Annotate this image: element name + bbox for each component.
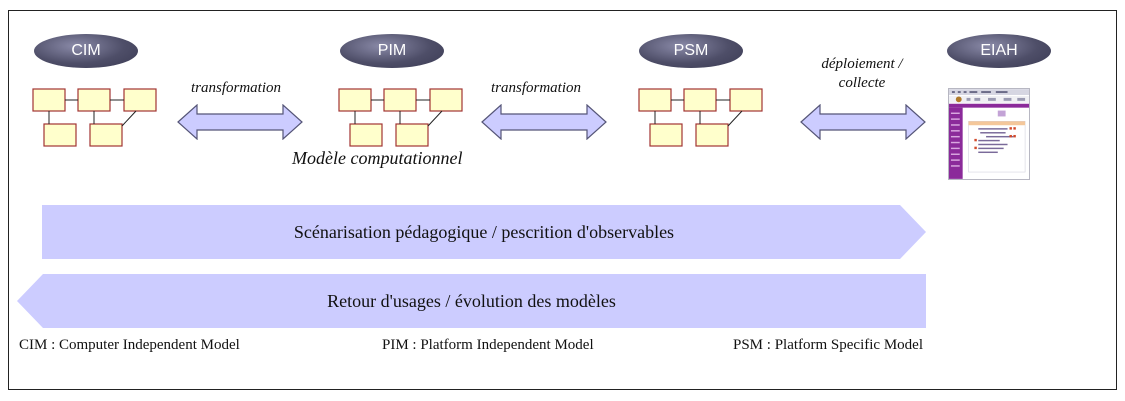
transformation-label-2: transformation	[490, 80, 581, 96]
computational-model-label: Modèle computationnel	[292, 148, 463, 168]
transformation-label-1: transformation	[190, 80, 281, 96]
model-boxes-graphic	[32, 88, 157, 147]
model-boxes-graphic	[638, 88, 763, 147]
pim-ellipse: PIM	[340, 34, 444, 68]
forward-band-arrow	[42, 205, 926, 259]
backward-band-label: Retour d'usages / évolution des modèles	[327, 291, 616, 311]
cim-ellipse: CIM	[34, 34, 138, 68]
double-arrow-2	[481, 104, 607, 140]
forward-band-label: Scénarisation pédagogique / pescrition d…	[293, 222, 675, 242]
legend-cim: CIM : Computer Independent Model	[19, 337, 240, 353]
eiah-screenshot	[948, 88, 1030, 180]
double-arrow-graphic	[177, 104, 303, 140]
double-arrow-3	[800, 104, 926, 140]
double-arrow-graphic	[800, 104, 926, 140]
psm-ellipse: PSM	[639, 34, 743, 68]
backward-band-arrow	[17, 274, 926, 328]
cim-model-diagram	[32, 88, 158, 150]
forward-band: Scénarisation pédagogique / pescrition d…	[42, 203, 926, 261]
model-boxes-graphic	[338, 88, 463, 147]
backward-band: Retour d'usages / évolution des modèles	[17, 272, 926, 330]
diagram-frame	[8, 10, 1117, 390]
deploiement-collecte-label: déploiement / collecte	[821, 56, 903, 91]
pim-model-diagram	[338, 88, 464, 150]
legend-pim: PIM : Platform Independent Model	[382, 337, 594, 353]
legend-psm: PSM : Platform Specific Model	[733, 337, 923, 353]
eiah-screenshot-graphic	[949, 89, 1029, 179]
psm-model-diagram	[638, 88, 764, 150]
double-arrow-graphic	[481, 104, 607, 140]
eiah-ellipse: EIAH	[947, 34, 1051, 68]
double-arrow-1	[177, 104, 303, 140]
